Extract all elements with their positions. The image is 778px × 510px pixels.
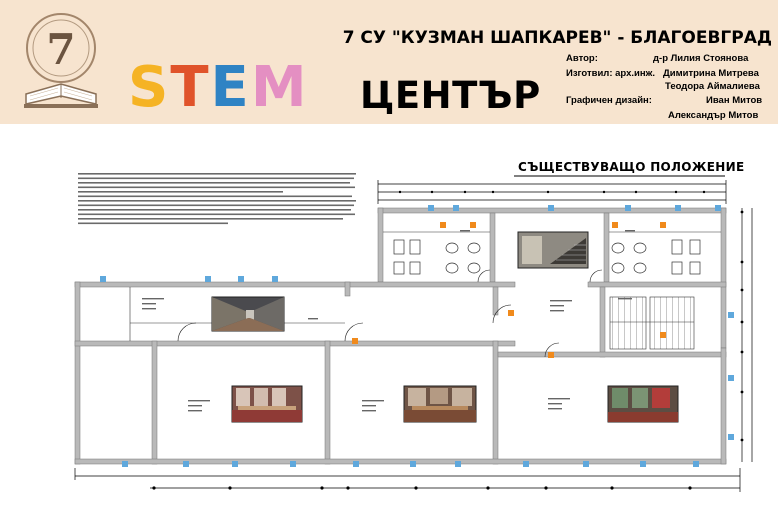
walls xyxy=(74,207,727,465)
fixtures xyxy=(352,222,666,358)
notes-text-block xyxy=(78,173,356,225)
dimension-ticks-top xyxy=(398,190,706,194)
toilet-fixtures xyxy=(393,239,701,275)
photo-classroom-3 xyxy=(607,385,679,423)
windows xyxy=(100,205,734,467)
author-label: Автор: xyxy=(566,53,598,64)
school-name: 7 СУ "КУЗМАН ШАПКАРЕВ" - БЛАГОЕВГРАД xyxy=(342,28,772,48)
graphic-name-2: Александър Митов xyxy=(668,110,759,121)
dimension-ticks-right xyxy=(740,210,744,442)
school-logo: 7 xyxy=(24,13,98,108)
plan-title: СЪЩЕСТВУВАЩО ПОЛОЖЕНИЕ xyxy=(518,160,745,174)
dimension-ticks-bottom xyxy=(152,486,692,490)
made-label: Изготвил: арх.инж. xyxy=(566,68,655,79)
staircase xyxy=(609,296,695,350)
dimension-lines-bottom xyxy=(74,468,741,492)
door-swings xyxy=(177,269,603,358)
stem-letter-m: M xyxy=(250,55,307,120)
room-labels xyxy=(142,230,635,412)
stem-letter-s: S xyxy=(128,55,169,120)
graphic-label: Графичен дизайн: xyxy=(566,95,652,106)
author-name: д-р Лилия Стоянова xyxy=(653,53,749,64)
dimension-lines-right xyxy=(741,208,753,462)
header-banner: 7 S T E M ЦЕНТЪР 7 СУ "КУЗМАН ШАПКАРЕВ" … xyxy=(0,0,778,124)
stem-wordmark: S T E M xyxy=(128,56,307,116)
photo-corridor xyxy=(211,296,285,332)
stem-letter-t: T xyxy=(170,55,209,120)
floor-plan xyxy=(74,175,753,492)
made-name: Димитрина Митрева xyxy=(663,68,759,79)
made-name-2: Теодора Аймалиева xyxy=(665,81,760,92)
logo-number: 7 xyxy=(46,25,75,74)
graphic-name: Иван Митов xyxy=(706,95,763,106)
centar-title: ЦЕНТЪР xyxy=(360,74,541,117)
dimension-lines-top xyxy=(377,180,727,204)
photo-classroom-1 xyxy=(231,385,303,423)
photo-classroom-2 xyxy=(403,385,477,423)
photo-stairwell xyxy=(517,231,589,269)
stem-letter-e: E xyxy=(210,55,249,120)
